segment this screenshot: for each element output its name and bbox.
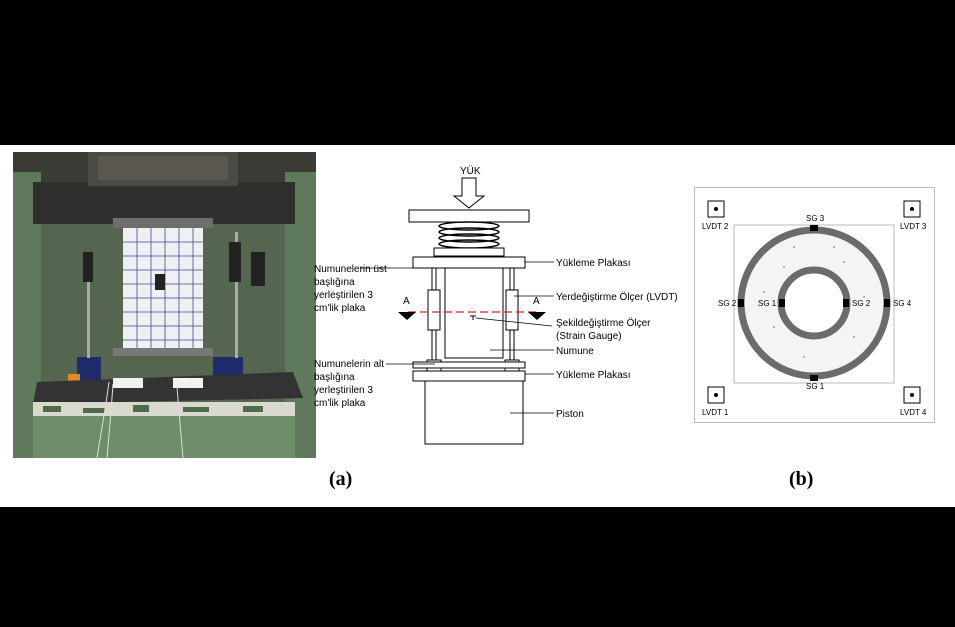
strain-gauge-label-line2: (Strain Gauge) bbox=[556, 331, 622, 342]
sg-1-outer-marker bbox=[810, 375, 818, 381]
specimen-label: Numune bbox=[556, 346, 594, 357]
spring bbox=[438, 221, 500, 249]
top-loading-plate bbox=[408, 209, 530, 223]
caption-a: (a) bbox=[329, 468, 353, 490]
sg-3-outer-marker bbox=[810, 225, 818, 231]
section-arrow-right bbox=[528, 312, 546, 320]
bottom-plate-label-line4: cm'lik plaka bbox=[314, 398, 366, 409]
top-plate-label-line1: Numunelerin üst bbox=[314, 264, 387, 275]
loading-plate-top-label: Yükleme Plakası bbox=[556, 258, 630, 269]
inner-ring bbox=[777, 266, 851, 340]
strain-gauge-label-line1: Şekildeğiştirme Ölçer bbox=[556, 317, 651, 329]
sensor-plan-view: LVDT 2 LVDT 3 LVDT 1 LVDT 4 SG 3 SG 1 SG… bbox=[694, 187, 935, 423]
load-arrow bbox=[452, 177, 486, 209]
load-label: YÜK bbox=[460, 165, 481, 177]
sg-2-inner-label: SG 2 bbox=[852, 299, 871, 308]
lvdt-right bbox=[505, 289, 519, 331]
sg-2-inner-marker bbox=[843, 299, 849, 307]
bottom-plate-label-line2: başlığına bbox=[314, 372, 355, 383]
lvdt-1-label: LVDT 1 bbox=[702, 408, 729, 417]
lvdt-1-marker bbox=[707, 386, 725, 404]
loading-plate-bottom-label: Yükleme Plakası bbox=[556, 370, 630, 381]
specimen-cylinder bbox=[123, 228, 203, 348]
lvdt-3-label: LVDT 3 bbox=[900, 222, 927, 231]
test-setup-schematic: YÜK A A bbox=[314, 165, 678, 445]
lvdt-2-label: LVDT 2 bbox=[702, 222, 729, 231]
top-plate-label-line4: cm'lik plaka bbox=[314, 303, 366, 314]
lvdt-4-label: LVDT 4 bbox=[900, 408, 927, 417]
lvdt-3-marker bbox=[903, 200, 921, 218]
specimen bbox=[444, 267, 504, 359]
lvdt-label: Yerdeğiştirme Ölçer (LVDT) bbox=[556, 291, 678, 303]
caption-b: (b) bbox=[789, 468, 814, 490]
sg-2-outer-marker bbox=[738, 299, 744, 307]
piston-label: Piston bbox=[556, 409, 584, 420]
sg-4-outer-label: SG 4 bbox=[893, 299, 912, 308]
section-label-left: A bbox=[403, 296, 410, 307]
section-arrow-left bbox=[398, 312, 416, 320]
top-plate-label-line2: başlığına bbox=[314, 277, 355, 288]
lvdt-left bbox=[427, 289, 441, 331]
sg-3-outer-label: SG 3 bbox=[806, 214, 825, 223]
bottom-plate-label-line3: yerleştirilen 3 bbox=[314, 385, 373, 396]
lvdt-4-marker bbox=[903, 386, 921, 404]
bottom-loading-plate bbox=[412, 370, 526, 382]
bottom-plate-label-line1: Numunelerin alt bbox=[314, 359, 384, 370]
sg-1-inner-marker bbox=[779, 299, 785, 307]
upper-specimen-plate bbox=[412, 256, 526, 269]
piston bbox=[424, 380, 524, 445]
lower-specimen-plate bbox=[412, 361, 526, 369]
sg-1-inner-label: SG 1 bbox=[758, 299, 777, 308]
sg-4-outer-marker bbox=[884, 299, 890, 307]
sg-1-outer-label: SG 1 bbox=[806, 382, 825, 391]
test-setup-photo bbox=[13, 152, 316, 458]
sg-2-outer-label: SG 2 bbox=[718, 299, 737, 308]
lvdt-2-marker bbox=[707, 200, 725, 218]
top-plate-label-line3: yerleştirilen 3 bbox=[314, 290, 373, 301]
section-label-right: A bbox=[533, 296, 540, 307]
